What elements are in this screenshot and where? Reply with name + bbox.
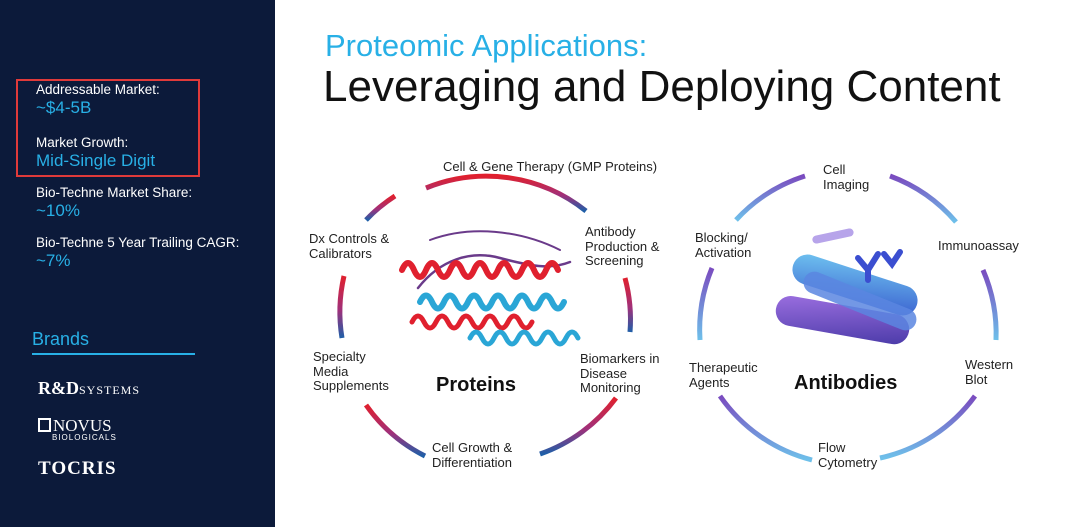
proteins-ring-arc-5 <box>337 275 347 339</box>
metric-cagr: Bio-Techne 5 Year Trailing CAGR: ~7% <box>36 235 239 271</box>
title-line-1: Proteomic Applications: <box>325 28 648 63</box>
metric-market-growth: Market Growth: Mid-Single Digit <box>36 135 155 171</box>
novus-logo-sub: BIOLOGICALS <box>52 433 117 442</box>
metric-label: Addressable Market: <box>36 82 160 97</box>
metric-label: Bio-Techne 5 Year Trailing CAGR: <box>36 235 240 250</box>
proteins-label-dx-controls: Dx Controls & Calibrators <box>309 231 390 261</box>
novus-mark-icon <box>38 418 51 432</box>
brands-title: Brands <box>32 329 90 349</box>
antibodies-label-blocking-activation: Blocking/ Activation <box>695 230 752 260</box>
antibodies-ring-arc-2 <box>889 173 958 224</box>
protein-structure-illustration <box>399 230 581 347</box>
novus-logo-main: NOVUS <box>53 416 112 435</box>
metric-value: ~7% <box>36 251 71 270</box>
metric-label: Market Growth: <box>36 135 129 150</box>
antibodies-label-cell-imaging: Cell Imaging <box>823 162 870 192</box>
antibodies-ring <box>697 173 999 463</box>
tocris-logo: TOCRIS <box>38 458 117 479</box>
antibodies-label-immunoassay: Immunoassay <box>938 238 1019 253</box>
antibodies-ring-arc-3 <box>980 269 999 341</box>
proteins-ring-arc-6 <box>364 193 397 222</box>
rd-logo-main: R&D <box>38 378 79 398</box>
rd-systems-logo: R&DSYSTEMS <box>38 378 140 399</box>
antibodies-ring-arc-1 <box>734 173 806 222</box>
proteins-ring-arc-2 <box>622 277 633 333</box>
antibodies-ring-arc-4 <box>879 394 978 461</box>
highlight-box <box>16 79 200 177</box>
proteins-ring-arc-4 <box>363 403 427 459</box>
antibodies-label-therapeutic-agents: Therapeutic Agents <box>689 360 758 390</box>
title-line-2: Leveraging and Deploying Content <box>323 62 1001 111</box>
metric-market-share: Bio-Techne Market Share: ~10% <box>36 185 192 221</box>
metric-label: Bio-Techne Market Share: <box>36 185 193 200</box>
antibodies-center-label: Antibodies <box>794 372 898 394</box>
proteins-label-biomarkers: Biomarkers in Disease Monitoring <box>580 351 660 395</box>
metric-value: ~10% <box>36 201 80 220</box>
proteins-label-antibody-production: Antibody Production & Screening <box>585 224 660 268</box>
proteins-center-label: Proteins <box>436 374 517 396</box>
proteins-label-cell-growth: Cell Growth & Differentiation <box>432 440 513 470</box>
antibodies-ring-arc-6 <box>697 267 715 341</box>
antibodies-label-western-blot: Western Blot <box>965 357 1014 387</box>
antibody-illustration <box>775 228 918 345</box>
proteins-ring <box>337 173 633 459</box>
brands-divider <box>32 353 195 355</box>
proteins-label-specialty-media: Specialty Media Supplements <box>313 349 389 393</box>
metric-value: ~$4-5B <box>36 98 92 117</box>
antibodies-label-flow-cytometry: Flow Cytometry <box>818 440 878 470</box>
proteins-ring-arc-3 <box>539 396 619 457</box>
proteins-ring-arc-1 <box>425 173 588 213</box>
metric-addressable-market: Addressable Market: ~$4-5B <box>36 82 160 118</box>
proteins-label-cell-gene-therapy: Cell & Gene Therapy (GMP Proteins) <box>443 159 658 174</box>
novus-biologicals-logo: NOVUS BIOLOGICALS <box>38 416 117 442</box>
sidebar: Addressable Market: ~$4-5B Market Growth… <box>0 0 275 527</box>
antibodies-ring-arc-5 <box>717 394 813 463</box>
rd-logo-sub: SYSTEMS <box>79 383 141 397</box>
metric-value: Mid-Single Digit <box>36 151 156 170</box>
